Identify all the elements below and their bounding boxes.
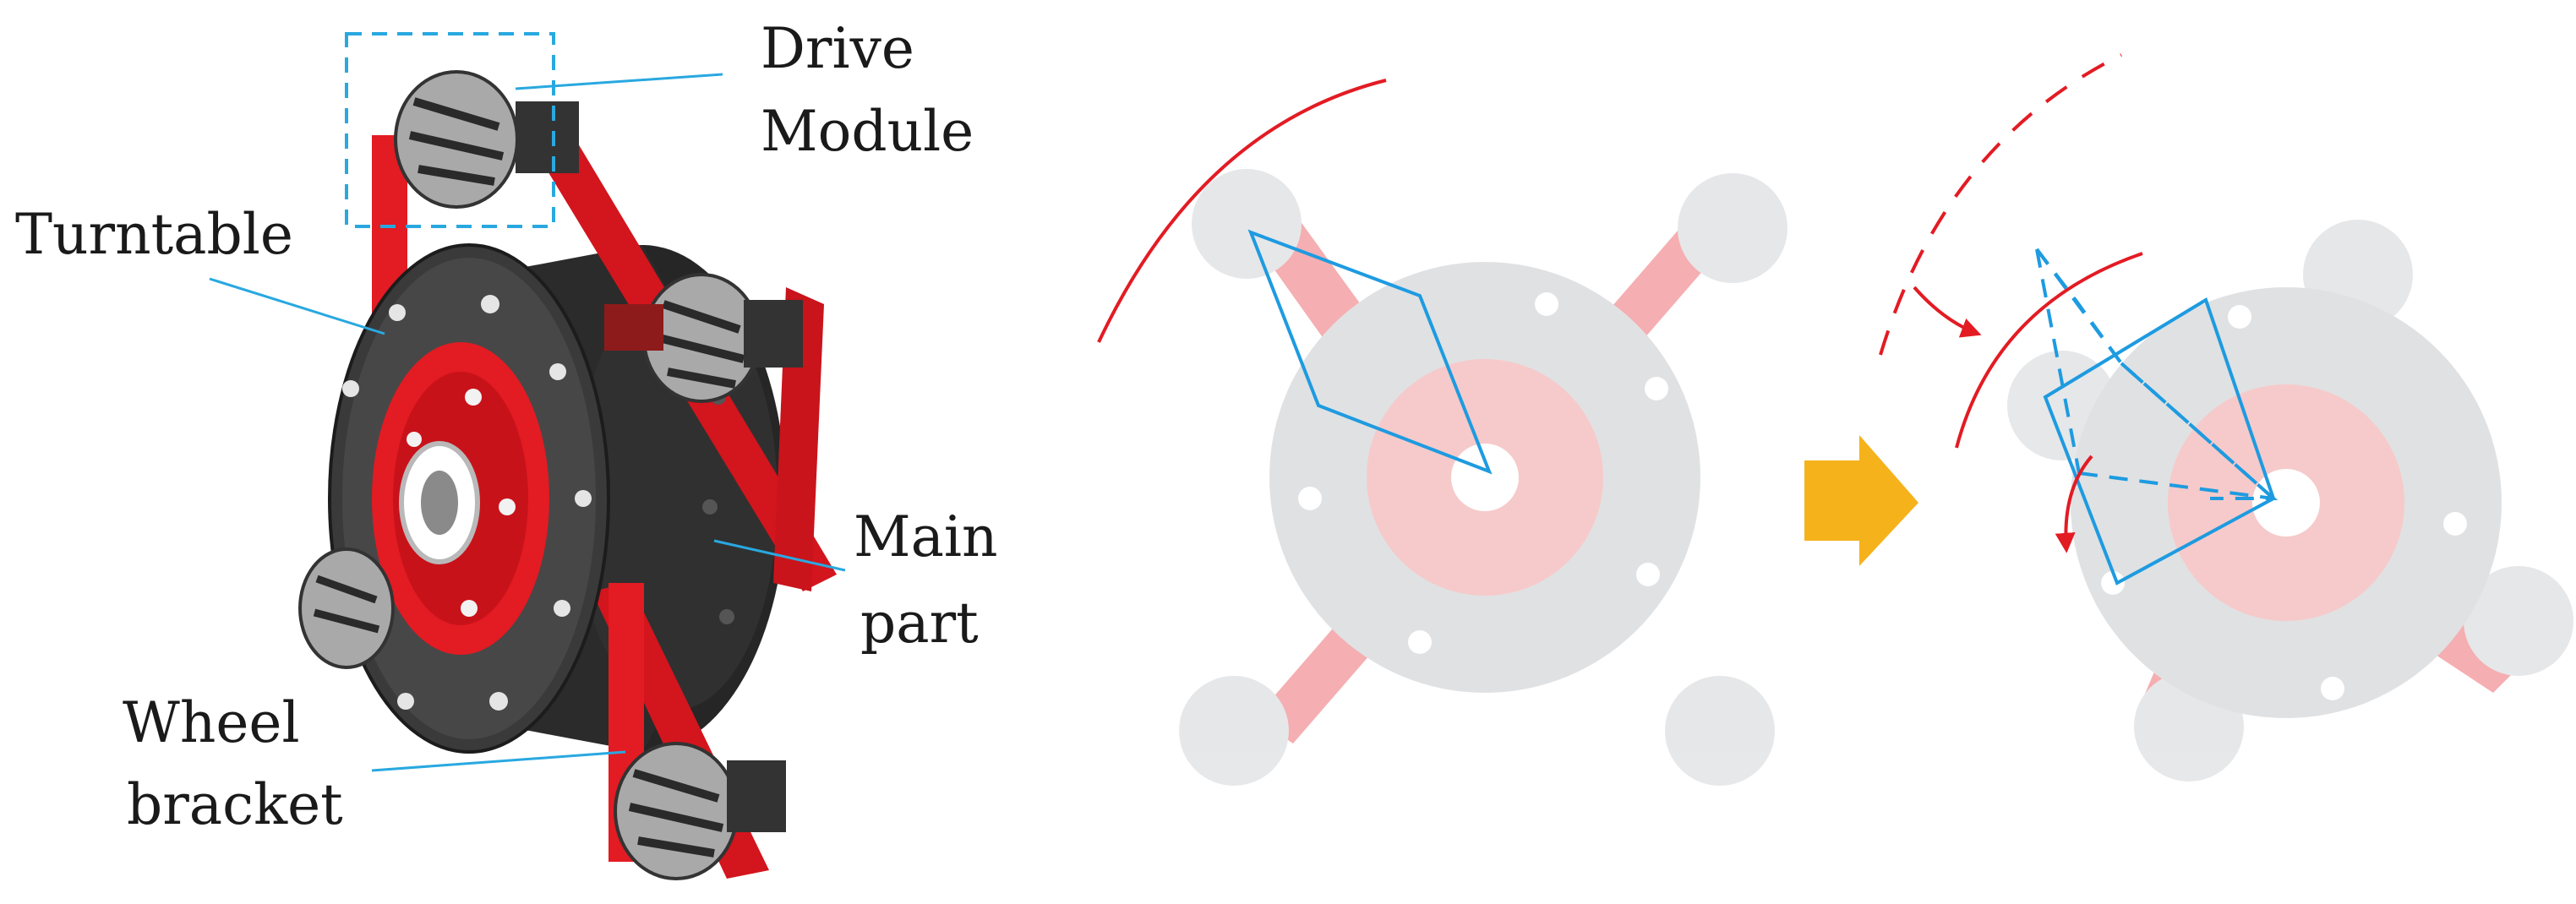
- blue-quadrilateral-rotated: [2043, 297, 2276, 585]
- drive-module-highlight-box: [345, 32, 555, 228]
- top-view-initial: [1179, 169, 1787, 786]
- rotation-arrow-inner: [2055, 455, 2093, 553]
- blue-quadrilateral-initial: [1247, 229, 1493, 475]
- leader-drive-module: [515, 73, 723, 90]
- transition-arrow: [1804, 435, 1918, 566]
- red-arc-rotated: [1955, 252, 2143, 449]
- rotation-arrow-outer: [1913, 286, 1982, 338]
- mecanum-wheel-right: [604, 273, 803, 403]
- robot-3d-model: [209, 32, 846, 880]
- faded-disc-rotated: [2071, 287, 2502, 718]
- label-wheel-bracket-line2: bracket: [127, 772, 343, 837]
- leader-turntable: [209, 277, 385, 335]
- label-main-part-line2: part: [860, 591, 979, 656]
- label-drive-module-line2: Module: [761, 99, 974, 164]
- mecanum-wheel-bottom: [614, 742, 786, 880]
- label-main-part-line1: Main: [854, 504, 998, 569]
- red-arc-previous: [1879, 53, 2122, 356]
- mecanum-wheel-left: [298, 547, 395, 669]
- red-arc-initial: [1097, 79, 1387, 343]
- mecanum-wheel-top: [394, 70, 579, 209]
- faded-disc-initial: [1269, 262, 1700, 693]
- label-turntable: Turntable: [15, 202, 293, 267]
- label-drive-module-line1: Drive: [761, 16, 914, 81]
- leader-wheel-bracket: [371, 750, 626, 772]
- label-wheel-bracket-line1: Wheel: [123, 690, 300, 755]
- top-view-rotated: [2007, 220, 2573, 781]
- leader-main-part: [713, 539, 846, 572]
